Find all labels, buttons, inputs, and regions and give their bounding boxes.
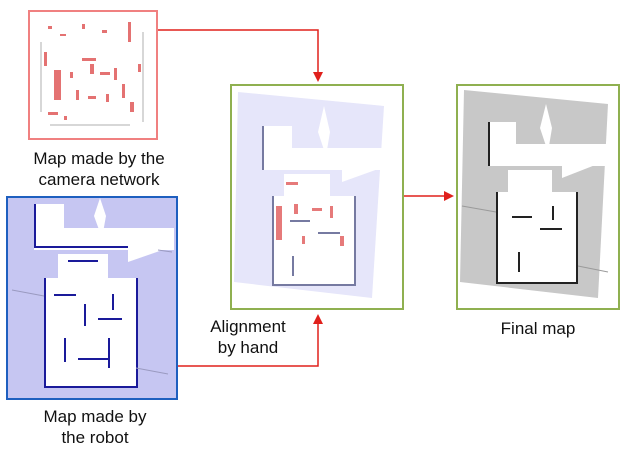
- aligned-map-panel: [230, 84, 404, 310]
- arrow-camera-to-alignment: [158, 30, 318, 80]
- final-map-panel: [456, 84, 620, 310]
- robot-map-panel: [6, 196, 178, 400]
- aligned-map-image: [232, 86, 402, 308]
- aligned-map-caption: Alignment by hand: [188, 316, 308, 358]
- final-map-caption: Final map: [468, 318, 608, 339]
- robot-map-caption: Map made by the robot: [10, 406, 180, 448]
- camera-map-caption: Map made by the camera network: [14, 148, 184, 190]
- robot-map-image: [8, 198, 176, 398]
- camera-map-image: [30, 12, 156, 138]
- camera-map-panel: [28, 10, 158, 140]
- final-map-image: [458, 86, 618, 308]
